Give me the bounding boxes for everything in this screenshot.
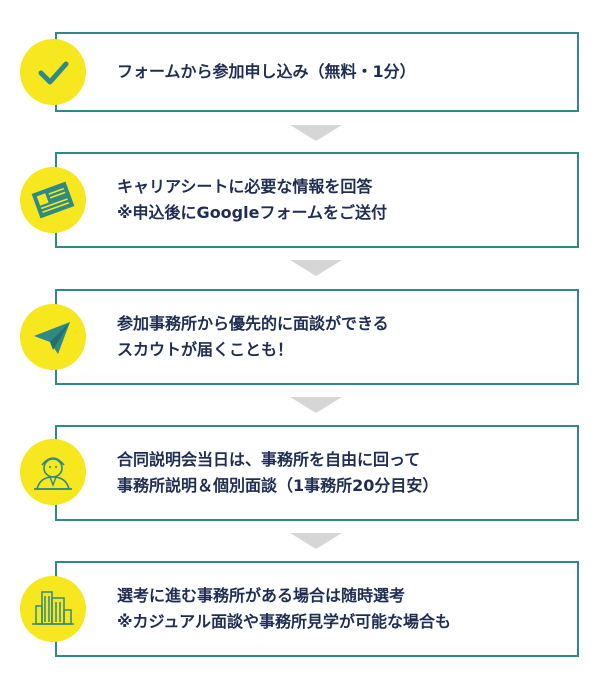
step-2-circle	[20, 167, 86, 233]
step-3-circle	[20, 304, 86, 370]
flow-arrow-2	[290, 260, 342, 276]
step-4-line-2: 事務所説明＆個別面談（1事務所20分目安）	[117, 476, 439, 495]
step-2-text: キャリアシートに必要な情報を回答 ※申込後にGoogleフォームをご送付	[117, 174, 387, 226]
flow-arrow-4	[290, 533, 342, 549]
person-icon	[34, 457, 72, 490]
step-5-text: 選考に進む事務所がある場合は随時選考 ※カジュアル面談や事務所見学が可能な場合も	[117, 583, 451, 635]
step-1-text: フォームから参加申し込み（無料・1分）	[117, 59, 416, 85]
step-4-text: 合同説明会当日は、事務所を自由に回って 事務所説明＆個別面談（1事務所20分目安…	[117, 447, 438, 499]
step-5-circle	[20, 576, 86, 642]
step-2-box: キャリアシートに必要な情報を回答 ※申込後にGoogleフォームをご送付	[55, 152, 579, 248]
step-3-line-2: スカウトが届くことも！	[117, 340, 294, 359]
step-5-box: 選考に進む事務所がある場合は随時選考 ※カジュアル面談や事務所見学が可能な場合も	[55, 561, 579, 657]
step-2-line-1: キャリアシートに必要な情報を回答	[117, 177, 373, 196]
flow-arrow-1	[290, 125, 342, 141]
flow-arrow-3	[290, 397, 342, 413]
check-icon	[38, 61, 69, 85]
step-4-line-1: 合同説明会当日は、事務所を自由に回って	[117, 450, 421, 469]
document-icon	[31, 181, 75, 219]
step-4-circle	[20, 439, 86, 505]
step-3-line-1: 参加事務所から優先的に面談ができる	[117, 314, 389, 333]
paper-plane-icon	[34, 322, 70, 354]
step-1-line-1: フォームから参加申し込み（無料・1分）	[117, 62, 416, 81]
step-4-box: 合同説明会当日は、事務所を自由に回って 事務所説明＆個別面談（1事務所20分目安…	[55, 425, 579, 521]
step-3-box: 参加事務所から優先的に面談ができる スカウトが届くことも！	[55, 289, 579, 385]
step-1-box: フォームから参加申し込み（無料・1分）	[55, 32, 579, 112]
step-2-line-2: ※申込後にGoogleフォームをご送付	[117, 203, 387, 222]
step-1-circle	[20, 39, 86, 105]
step-3-text: 参加事務所から優先的に面談ができる スカウトが届くことも！	[117, 311, 389, 363]
step-5-line-1: 選考に進む事務所がある場合は随時選考	[117, 586, 406, 605]
step-5-line-2: ※カジュアル面談や事務所見学が可能な場合も	[117, 612, 451, 631]
buildings-icon	[32, 591, 74, 625]
